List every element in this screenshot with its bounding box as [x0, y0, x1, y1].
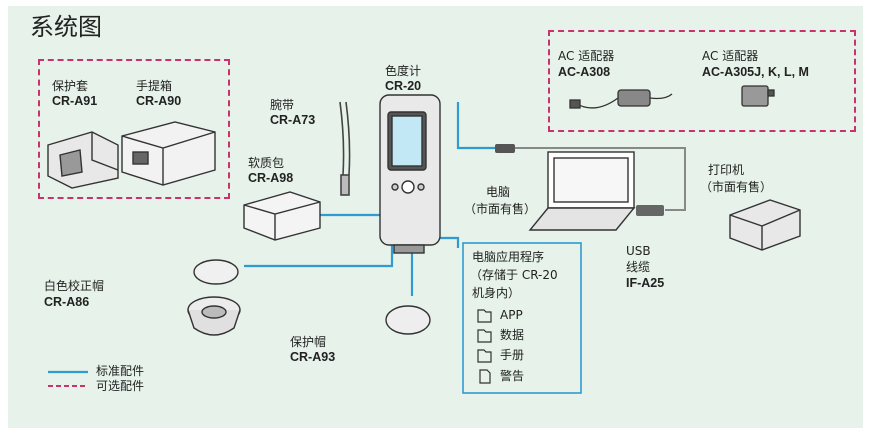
colorimeter-name: 色度计 — [385, 64, 422, 78]
protective-cap-name: 保护帽 — [290, 335, 327, 349]
folder-icon — [477, 329, 492, 343]
optional-cases-box — [38, 59, 230, 199]
printer-name: 打印机 — [708, 163, 745, 177]
document-icon — [479, 369, 491, 384]
pc-name: 电脑 — [486, 185, 511, 199]
laptop-drawing — [528, 151, 636, 231]
wrist-strap-name: 腕带 — [270, 98, 295, 112]
ac-adapter-2-name: AC 适配器 — [702, 49, 759, 63]
soft-cover-name: 保护套 — [52, 79, 89, 93]
soft-cover-drawing — [47, 131, 119, 189]
optional-adapters-box — [548, 30, 856, 132]
wrist-strap-drawing — [339, 101, 351, 196]
soft-case-name: 软质包 — [248, 156, 285, 170]
colorimeter-drawing — [379, 94, 441, 254]
printer-drawing — [729, 199, 801, 251]
ac-adapter-2-code: AC-A305J, K, L, M — [702, 65, 809, 79]
protective-cap-code: CR-A93 — [290, 350, 336, 364]
legend-standard-label: 标准配件 — [96, 364, 145, 378]
hard-case-drawing — [121, 121, 216, 186]
soft-cover-code: CR-A91 — [52, 94, 98, 108]
pc-app-desc-1: （存储于 CR-20 — [470, 268, 558, 282]
ac-adapter-1-drawing — [569, 89, 673, 109]
legend-optional-label: 可选配件 — [96, 379, 145, 393]
folder-icon — [477, 349, 492, 363]
ac-adapter-1-code: AC-A308 — [558, 65, 611, 79]
usb-cable-line — [514, 147, 686, 211]
usb-cable-code: IF-A25 — [626, 276, 665, 290]
usb-cable-label-2: 线缆 — [626, 260, 651, 274]
calibration-cap-name: 白色校正帽 — [44, 279, 105, 293]
soft-case-code: CR-A98 — [248, 171, 294, 185]
protective-cap-drawing — [385, 305, 431, 335]
pc-app-entry-warning: 警告 — [500, 369, 525, 383]
ac-adapter-1-name: AC 适配器 — [558, 49, 615, 63]
pc-app-entry-manual: 手册 — [500, 348, 525, 362]
hard-case-name: 手提箱 — [136, 79, 173, 93]
diagram-title: 系统图 — [30, 13, 102, 41]
pc-app-desc-2: 机身内） — [472, 286, 521, 300]
printer-note: （市面有售） — [700, 180, 773, 194]
folder-icons — [477, 309, 492, 384]
folder-icon — [477, 309, 492, 323]
soft-case-drawing — [243, 191, 321, 241]
hard-case-code: CR-A90 — [136, 94, 182, 108]
pc-note: （市面有售） — [464, 202, 537, 216]
pc-app-entry-data: 数据 — [500, 328, 525, 342]
pc-app-title: 电脑应用程序 — [472, 250, 545, 264]
pc-app-box — [462, 242, 582, 394]
calibration-cap-code: CR-A86 — [44, 295, 90, 309]
ac-adapter-2-drawing — [741, 85, 775, 107]
calibration-cap-drawing — [187, 259, 241, 336]
wrist-strap-code: CR-A73 — [270, 113, 316, 127]
pc-app-entry-app: APP — [500, 308, 523, 322]
usb-cable-label-1: USB — [626, 244, 651, 258]
colorimeter-code: CR-20 — [385, 79, 422, 93]
